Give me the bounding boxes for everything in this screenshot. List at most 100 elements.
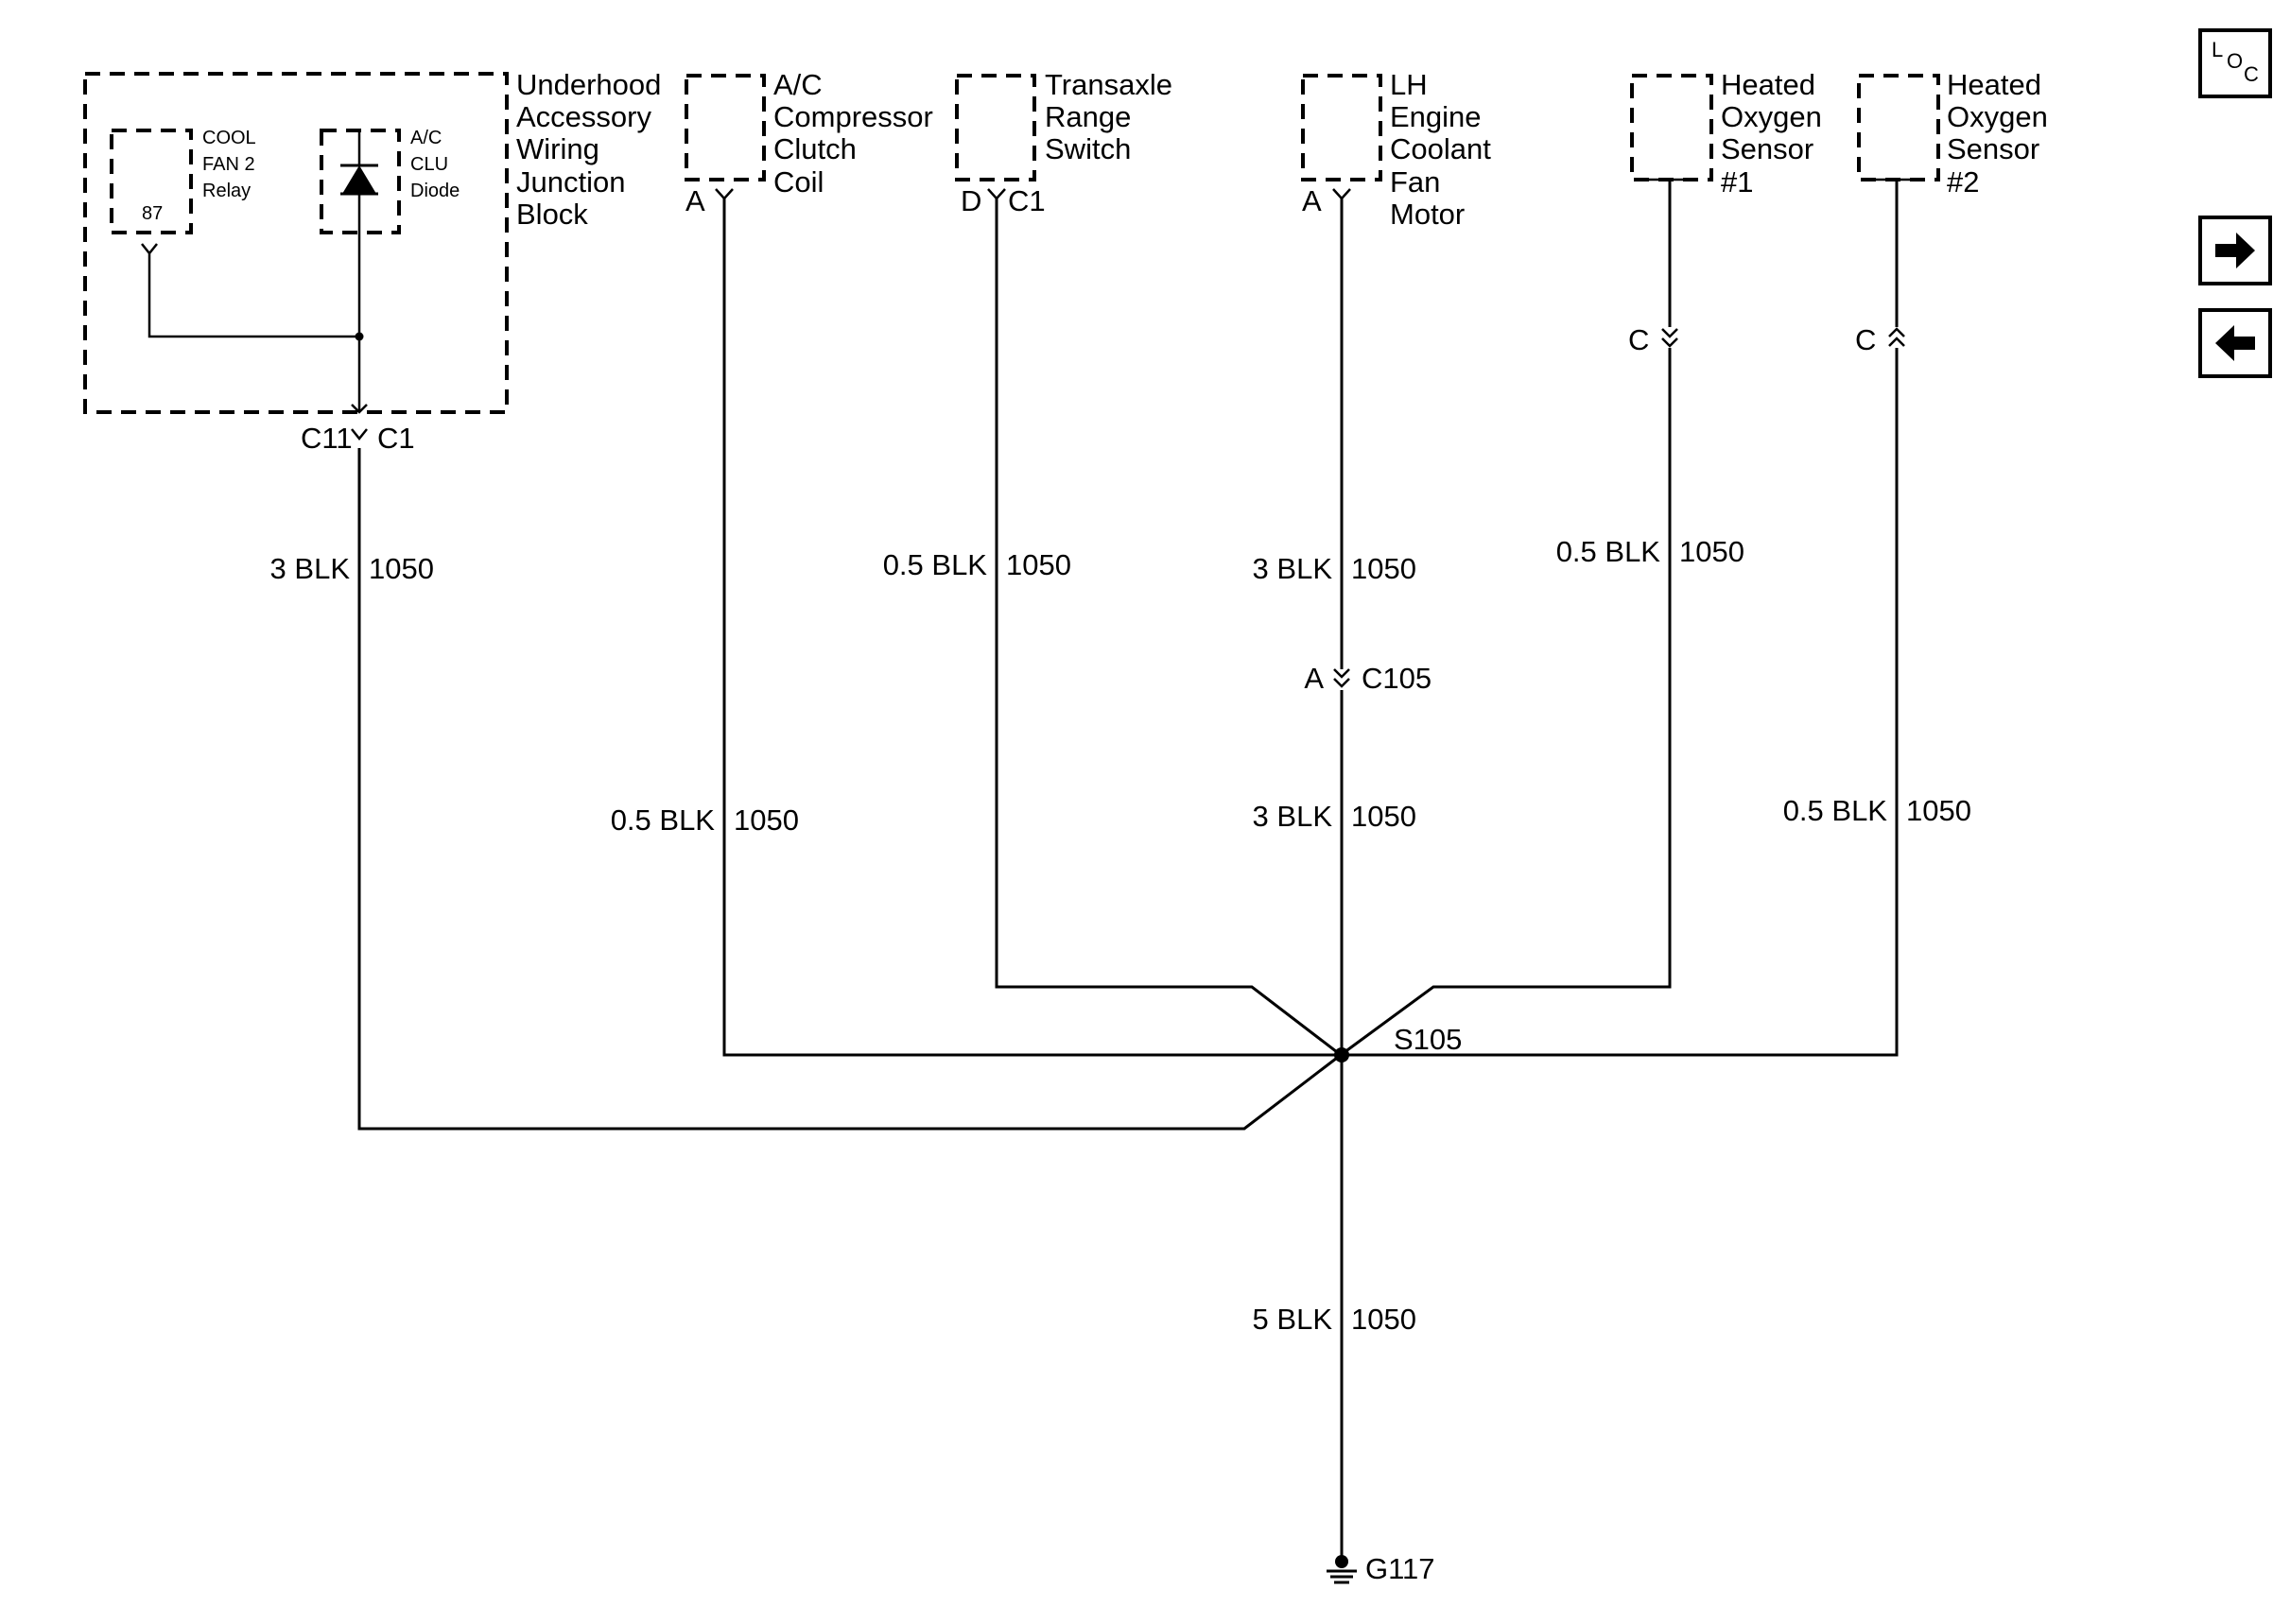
wire-ground-gauge: 5 BLK [1253, 1303, 1333, 1336]
wire-junction-block [357, 448, 1342, 1131]
wire-fan-upper-circuit: 1050 [1351, 552, 1416, 585]
relay-label-line3: Relay [202, 181, 251, 201]
heated-oxygen-sensor-1: Heated Oxygen Sensor #1 C [1628, 68, 1822, 356]
relay-wire [141, 243, 359, 338]
relay-pin-87: 87 [142, 203, 163, 224]
transaxle-range-switch: Transaxle Range Switch D C1 [955, 68, 1172, 217]
fan-motor-label-line1: LH [1390, 68, 1428, 101]
fan-motor-pin: A [1302, 184, 1322, 217]
ac-clutch-label-line1: A/C [773, 68, 823, 101]
wire-ground-circuit: 1050 [1351, 1303, 1416, 1336]
wire-block-gauge: 3 BLK [270, 552, 351, 585]
next-page-button[interactable] [2198, 216, 2272, 285]
cool-fan-2-relay-box [110, 129, 193, 234]
ho2s1-label-line1: Heated [1721, 68, 1815, 101]
splice-s105-dot [1334, 1047, 1349, 1063]
ho2s1-label-line3: Sensor [1721, 132, 1813, 165]
wire-transaxle-gauge: 0.5 BLK [883, 548, 988, 581]
wire-ac-clutch [722, 199, 1341, 1057]
connector-c11: C11 [301, 422, 353, 455]
connector-c11-c1-symbol [351, 428, 368, 441]
wires [357, 180, 1899, 1584]
wire-ac-clutch-circuit: 1050 [734, 803, 799, 837]
c105-name: C105 [1362, 662, 1431, 695]
ho2s2-label-line1: Heated [1947, 68, 2041, 101]
junction-block-title-line1: Underhood [516, 68, 661, 101]
ac-clutch-label-line2: Compressor [773, 100, 933, 133]
ac-clutch-label-line4: Coil [773, 165, 824, 199]
wire-block-circuit: 1050 [369, 552, 434, 585]
fan-motor-label-line5: Motor [1390, 198, 1465, 231]
ho2s2-connector-symbol [1888, 327, 1905, 347]
underhood-junction-block: Underhood Accessory Wiring Junction Bloc… [83, 68, 661, 455]
wire-ac-clutch-gauge: 0.5 BLK [611, 803, 716, 837]
fan-motor-pin-symbol [1332, 188, 1351, 200]
ho2s2-label-line3: Sensor [1947, 132, 2039, 165]
junction-arrow [351, 404, 368, 414]
ground-g117-label: G117 [1365, 1552, 1435, 1585]
wire-ho2s1-gauge: 0.5 BLK [1556, 535, 1661, 568]
prev-page-button[interactable] [2198, 308, 2272, 378]
ho2s1-pin: C [1628, 323, 1649, 356]
fan-motor-label-line2: Engine [1390, 100, 1482, 133]
wire-ho2s1-circuit: 1050 [1679, 535, 1744, 568]
ho2s1-box [1630, 74, 1713, 181]
diode-label-line1: A/C [410, 128, 442, 148]
wire-transaxle [995, 199, 1342, 1057]
relay-label-line2: FAN 2 [202, 154, 255, 175]
connector-c1: C1 [377, 422, 415, 455]
transaxle-connector: C1 [1008, 184, 1046, 217]
ho2s2-label-line2: Oxygen [1947, 100, 2048, 133]
ac-compressor-clutch-coil: A/C Compressor Clutch Coil A [685, 68, 933, 217]
wire-ho2s2-circuit: 1050 [1906, 794, 1971, 827]
wire-labels: 3 BLK 1050 0.5 BLK 1050 0.5 BLK 1050 3 B… [270, 535, 1971, 1585]
wire-ho2s2-gauge: 0.5 BLK [1783, 794, 1888, 827]
transaxle-label-line2: Range [1045, 100, 1131, 133]
fan-motor-label-line4: Fan [1390, 165, 1440, 199]
arrow-right-icon [2215, 233, 2255, 268]
transaxle-pin-symbol [987, 188, 1006, 200]
ho2s2-pin: C [1855, 323, 1876, 356]
wire-transaxle-circuit: 1050 [1006, 548, 1071, 581]
ground-icon [1327, 1555, 1357, 1584]
ho2s2-box [1857, 74, 1940, 181]
lh-engine-coolant-fan-motor: LH Engine Coolant Fan Motor A [1301, 68, 1491, 231]
wire-ho2s1-lower [1340, 348, 1672, 1057]
relay-label-line1: COOL [202, 128, 256, 148]
junction-block-title-line2: Accessory [516, 100, 651, 133]
transaxle-box [955, 74, 1036, 181]
diode-label-line2: CLU [410, 154, 448, 175]
ac-clu-diode-box [320, 129, 401, 234]
heated-oxygen-sensor-2: Heated Oxygen Sensor #2 C [1855, 68, 2048, 356]
loc-icon-l: L [2212, 38, 2224, 61]
ac-clutch-pin: A [685, 184, 705, 217]
ho2s2-label-line4: #2 [1947, 165, 1979, 199]
ac-clutch-pin-symbol [715, 188, 734, 200]
ho2s1-connector-symbol [1661, 328, 1678, 348]
transaxle-label-line3: Switch [1045, 132, 1131, 165]
fan-motor-label-line3: Coolant [1390, 132, 1491, 165]
transaxle-pin: D [961, 184, 981, 217]
junction-block-title-line3: Wiring [516, 132, 599, 165]
loc-icon-c: C [2244, 62, 2259, 86]
junction-block-title-line4: Junction [516, 165, 625, 199]
c105-pin: A [1304, 662, 1324, 695]
wire-fan-lower-gauge: 3 BLK [1253, 800, 1333, 833]
c105-connector-symbol [1333, 668, 1350, 688]
wire-ho2s2-lower [1341, 348, 1899, 1057]
wire-fan-upper-gauge: 3 BLK [1253, 552, 1333, 585]
ac-clutch-label-line3: Clutch [773, 132, 857, 165]
wire-fan-lower-circuit: 1050 [1351, 800, 1416, 833]
fan-motor-box [1301, 74, 1382, 181]
ho2s1-label-line4: #1 [1721, 165, 1753, 199]
junction-dot [355, 332, 364, 341]
diode-label-line3: Diode [410, 181, 460, 201]
junction-block-title-line5: Block [516, 198, 588, 231]
loc-icon-o: O [2227, 49, 2244, 73]
arrow-left-icon [2215, 325, 2255, 361]
ho2s1-label-line2: Oxygen [1721, 100, 1822, 133]
diode-symbol [342, 165, 376, 194]
loc-button[interactable]: L O C [2198, 28, 2272, 98]
transaxle-label-line1: Transaxle [1045, 68, 1172, 101]
